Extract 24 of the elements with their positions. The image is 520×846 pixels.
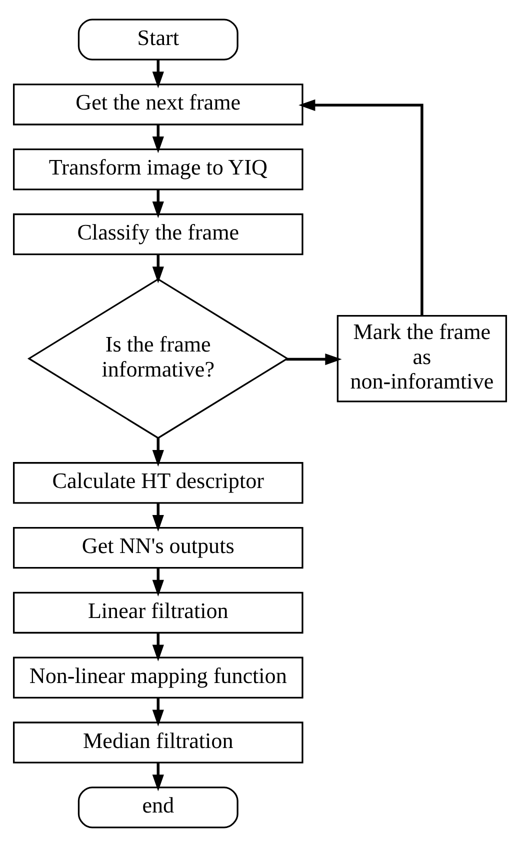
- node-box: Non-linear mapping function: [12, 656, 304, 698]
- node-box: Start: [78, 18, 238, 60]
- arrow: [152, 438, 164, 466]
- arrow: [152, 59, 164, 88]
- node-box: Transform image to YIQ: [12, 148, 304, 190]
- arrow: [152, 502, 164, 532]
- node-diamond: Is the frame informative?: [27, 278, 289, 438]
- node-box: Get NN's outputs: [12, 526, 304, 568]
- arrow: [152, 254, 164, 283]
- arrow: [152, 124, 164, 153]
- node-box: Median filtration: [12, 721, 304, 763]
- arrow: [152, 762, 164, 791]
- arrow: [152, 697, 164, 726]
- node-box: Classify the frame: [12, 212, 304, 255]
- node-box: end: [78, 786, 238, 828]
- arrow: [152, 189, 164, 218]
- arrow: [286, 352, 342, 365]
- node-box: Mark the frame as non-inforamtive: [336, 314, 508, 402]
- arrow: [152, 632, 164, 661]
- arrow: [152, 567, 164, 596]
- node-box: Linear filtration: [12, 591, 304, 634]
- node-box: Get the next frame: [12, 83, 304, 125]
- node-box: Calculate HT descriptor: [12, 462, 304, 504]
- arrow: [298, 98, 424, 316]
